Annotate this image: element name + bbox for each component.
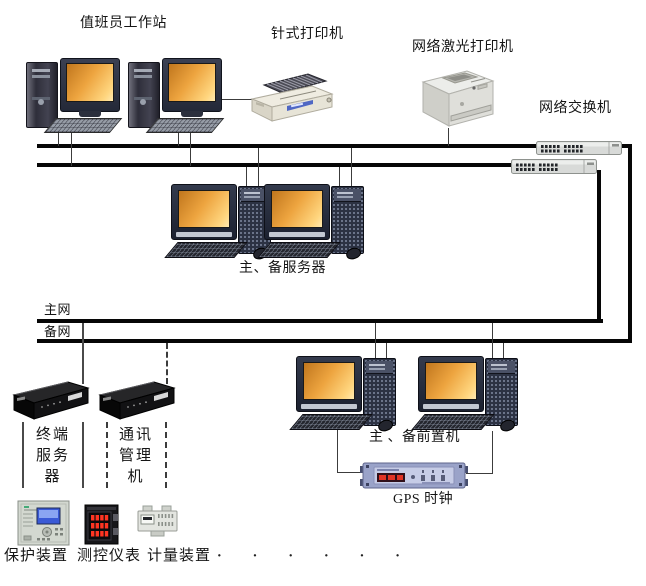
measure-control-meter-label: 测控仪表: [77, 548, 142, 564]
measure-control-meter-icon: [84, 503, 120, 551]
metering-device-label: 计量装置: [147, 548, 212, 564]
gps-link-left-h: [337, 472, 363, 473]
terminal-server-label: 终端 服务 器: [28, 425, 78, 488]
frontend-label: 主 、备前置机: [369, 430, 460, 445]
crt-monitor-icon: [418, 356, 484, 412]
keyboard-icon: [411, 414, 495, 430]
switch2-to-main-net-link: [597, 170, 601, 323]
drop-fe1-backup-net: [386, 343, 387, 362]
servers-label: 主、备服务器: [239, 261, 326, 276]
drop-server1-lan-a: [258, 148, 259, 190]
crt-monitor-icon: [264, 184, 330, 240]
dot-printer-cable: [220, 99, 253, 100]
server-main: [164, 184, 275, 264]
crt-monitor-icon: [171, 184, 237, 240]
comm-manager-serial-right: [165, 422, 167, 488]
pc-tower-icon: [128, 62, 160, 128]
terminal-server-label-line: 器: [44, 469, 62, 485]
lan-b-bus: [37, 163, 512, 167]
duty-workstation-label: 值班员工作站: [80, 16, 167, 31]
drop-ws2-lan-a: [178, 130, 179, 146]
drop-ws1-lan-b: [71, 130, 72, 166]
backup-net-label: 备网: [44, 324, 72, 339]
terminal-server-label-line: 服务: [35, 448, 70, 464]
switch1-to-backup-net-link: [628, 144, 632, 343]
drop-server2-lan-b: [339, 167, 340, 190]
comm-manager-label: 通讯 管理 机: [111, 425, 161, 488]
terminal-server-icon: [8, 376, 94, 427]
drop-laser-printer: [448, 128, 449, 146]
crt-monitor-icon: [162, 58, 222, 117]
drop-terminal-server: [82, 323, 84, 384]
comm-manager-label-line: 管理: [118, 448, 153, 464]
metering-device-icon: [136, 505, 179, 543]
keyboard-icon: [145, 118, 225, 133]
main-net-label: 主网: [44, 302, 72, 317]
gps-clock-icon: [360, 462, 468, 495]
frontend-main: [289, 356, 400, 436]
drop-server1-lan-b: [246, 167, 247, 190]
drop-comm-manager-dashed: [166, 343, 168, 384]
gps-link-right-h: [466, 473, 493, 474]
laser-printer-icon: [413, 63, 501, 138]
network-switch-2: [511, 158, 598, 180]
duty-workstation-1: [26, 56, 123, 136]
crt-monitor-icon: [296, 356, 362, 412]
keyboard-icon: [289, 414, 373, 430]
gps-link-right-v: [492, 431, 493, 474]
terminal-server-serial-left: [22, 422, 24, 488]
terminal-server-label-line: 终端: [35, 427, 70, 443]
keyboard-icon: [43, 118, 123, 133]
keyboard-icon: [164, 242, 248, 258]
main-net-bus: [37, 319, 603, 323]
crt-monitor-icon: [60, 58, 120, 117]
drop-fe1-main-net: [375, 323, 376, 362]
backup-net-bus: [37, 339, 631, 343]
drop-ws1-lan-a: [58, 130, 59, 146]
dot-matrix-printer-label: 针式打印机: [271, 27, 344, 42]
drop-fe2-main-net: [492, 323, 493, 362]
laser-printer-label: 网络激光打印机: [412, 40, 514, 55]
dot-matrix-printer-icon: [250, 68, 334, 129]
network-switch-1: [536, 140, 623, 161]
drop-fe2-backup-net: [503, 343, 504, 362]
gps-link-left-v: [337, 428, 338, 473]
server-backup: [257, 184, 368, 264]
network-switch-label: 网络交换机: [539, 101, 612, 116]
comm-manager-icon: [94, 376, 180, 427]
server-tower-icon: [485, 358, 518, 426]
protection-device-label: 保护装置: [4, 548, 69, 564]
duty-workstation-2: [128, 56, 225, 136]
lan-a-bus: [37, 144, 537, 148]
terminal-server-serial-right: [82, 422, 84, 488]
pc-tower-icon: [26, 62, 58, 128]
more-devices-ellipsis: · · · · · ·: [216, 545, 413, 567]
drop-server2-lan-a: [351, 148, 352, 190]
drop-ws2-lan-b: [190, 130, 191, 166]
keyboard-icon: [257, 242, 341, 258]
comm-manager-label-line: 机: [127, 469, 145, 485]
protection-device-icon: [17, 500, 70, 551]
switch1-right-stub: [620, 144, 632, 148]
frontend-backup: [411, 356, 522, 436]
comm-manager-label-line: 通讯: [118, 427, 153, 443]
comm-manager-serial-left: [106, 422, 108, 488]
gps-clock-label: GPS 时钟: [393, 492, 454, 507]
